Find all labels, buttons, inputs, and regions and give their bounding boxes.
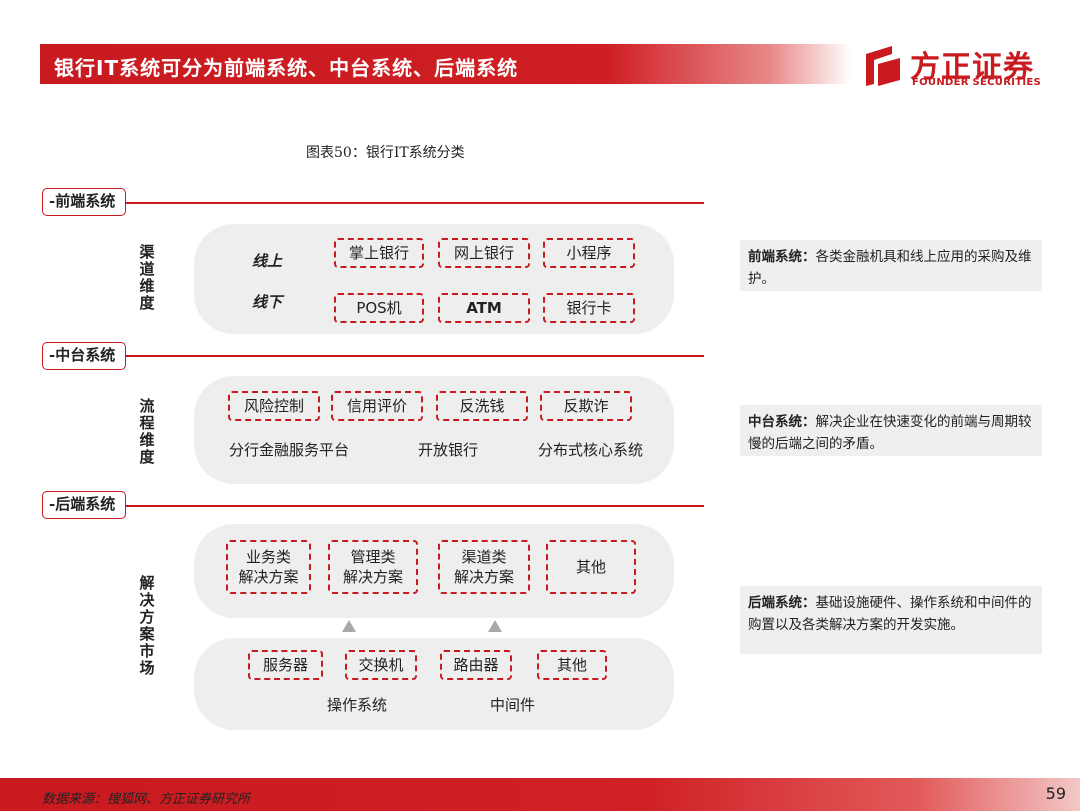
middle-panel [194, 376, 674, 484]
front-panel [194, 224, 674, 334]
front-section-line [42, 202, 704, 204]
middleware-label: 中间件 [490, 696, 536, 714]
switch-box: 交换机 [345, 650, 417, 680]
logo-text-cn: 方正证券 [910, 50, 1034, 85]
footer-bar: 数据来源：搜狐网、方正证券研究所 59 [0, 778, 1080, 811]
online-item-mobile-banking: 掌上银行 [334, 238, 424, 268]
operating-system-label: 操作系统 [327, 696, 388, 714]
credit-rating-box: 信用评价 [331, 391, 423, 421]
figure-title: 图表50：银行IT系统分类 [306, 145, 465, 161]
router-box: 路由器 [440, 650, 512, 680]
middle-section-tag: -中台系统 [42, 342, 127, 370]
offline-item-pos: POS机 [334, 293, 424, 323]
distributed-core-system-label: 分布式核心系统 [538, 441, 644, 459]
infrastructure-panel [194, 638, 674, 730]
channel-solution-box: 渠道类解决方案 [438, 540, 530, 594]
anti-money-laundering-box: 反洗钱 [436, 391, 528, 421]
online-item-web-banking: 网上银行 [438, 238, 530, 268]
anti-fraud-box: 反欺诈 [540, 391, 632, 421]
middle-side-label: 流程 维度 [139, 397, 155, 466]
page-title: 银行IT系统可分为前端系统、中台系统、后端系统 [54, 56, 519, 80]
up-arrow-icon [488, 620, 502, 632]
other-hardware-box: 其他 [537, 650, 607, 680]
management-solution-box: 管理类解决方案 [328, 540, 418, 594]
front-description: 前端系统：各类金融机具和线上应用的采购及维护。 [740, 240, 1042, 291]
offline-label: 线下 [252, 293, 283, 311]
middle-description: 中台系统：解决企业在快速变化的前端与周期较慢的后端之间的矛盾。 [740, 405, 1042, 456]
back-side-label: 解决 方案 市场 [139, 574, 155, 677]
back-section-line [42, 505, 704, 507]
online-label: 线上 [252, 252, 283, 270]
middle-section-line [42, 355, 704, 357]
other-solution-box: 其他 [546, 540, 636, 594]
server-box: 服务器 [248, 650, 323, 680]
offline-item-atm: ATM [438, 293, 530, 323]
branch-finance-platform-label: 分行金融服务平台 [229, 441, 350, 459]
risk-control-box: 风险控制 [228, 391, 320, 421]
open-banking-label: 开放银行 [418, 441, 479, 459]
logo-text-en: FOUNDER SECURITIES [912, 77, 1042, 88]
solutions-panel [194, 524, 674, 618]
founder-securities-logo: 方正证券 FOUNDER SECURITIES [862, 42, 1042, 90]
up-arrow-icon [342, 620, 356, 632]
data-source: 数据来源：搜狐网、方正证券研究所 [42, 792, 251, 807]
title-bar: 银行IT系统可分为前端系统、中台系统、后端系统 [40, 44, 852, 84]
back-description: 后端系统：基础设施硬件、操作系统和中间件的购置以及各类解决方案的开发实施。 [740, 586, 1042, 654]
back-section-tag: -后端系统 [42, 491, 127, 519]
offline-item-bank-card: 银行卡 [543, 293, 635, 323]
online-item-mini-program: 小程序 [543, 238, 635, 268]
page-number: 59 [1045, 784, 1066, 803]
front-section-tag: -前端系统 [42, 188, 127, 216]
front-side-label: 渠道 维度 [139, 243, 155, 312]
business-solution-box: 业务类解决方案 [226, 540, 311, 594]
founder-logo-icon [866, 46, 900, 86]
